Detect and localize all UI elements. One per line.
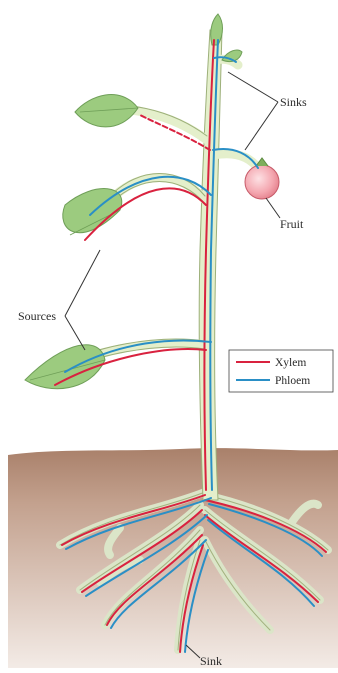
legend: Xylem Phloem bbox=[229, 350, 333, 392]
leaf-top bbox=[75, 95, 138, 127]
label-fruit: Fruit bbox=[280, 217, 304, 231]
label-sources: Sources bbox=[18, 309, 56, 323]
legend-xylem-label: Xylem bbox=[275, 357, 306, 369]
label-sinks: Sinks bbox=[280, 95, 307, 109]
label-sink-bottom: Sink bbox=[200, 654, 222, 668]
legend-phloem-label: Phloem bbox=[275, 375, 310, 387]
